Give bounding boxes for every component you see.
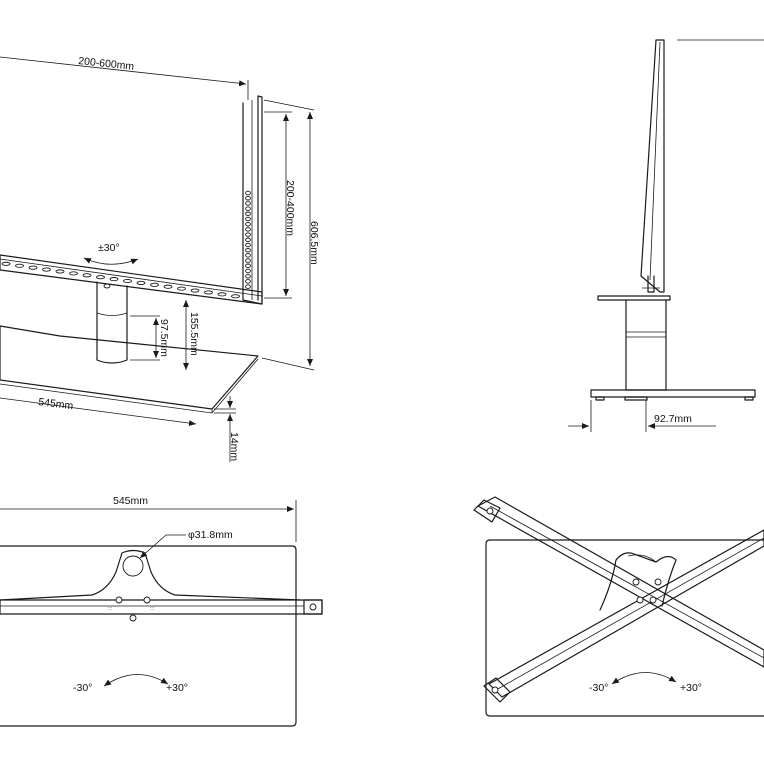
slot-icon xyxy=(245,232,251,237)
screw-icon xyxy=(654,578,662,586)
swivel-label: ±30° xyxy=(98,242,120,254)
top-view: 545mm ::: ::: φ31.8mm -30° +30° xyxy=(0,495,323,727)
side-column xyxy=(625,299,667,391)
slot-icon xyxy=(109,277,119,282)
screw-icon xyxy=(115,596,123,604)
rotated-view: -30° +30° xyxy=(473,496,764,717)
slot-icon xyxy=(15,263,24,268)
side-bracket xyxy=(647,275,655,293)
tv-screen xyxy=(640,39,665,293)
column-screw-icon xyxy=(103,283,111,289)
hole-diameter-label: φ31.8mm xyxy=(188,529,233,541)
slot-icon xyxy=(245,284,251,289)
slot-icon xyxy=(82,273,92,278)
rotated-cradle xyxy=(599,552,677,611)
horizontal-arm xyxy=(0,254,263,305)
slot-icon xyxy=(245,190,251,196)
rotated-left-label: -30° xyxy=(589,682,608,694)
slot-icon xyxy=(177,286,186,291)
slot-icon xyxy=(245,247,251,253)
slot-icon xyxy=(245,263,251,269)
slot-icon xyxy=(55,269,65,274)
slot-icon xyxy=(96,275,105,280)
top-cradle xyxy=(0,549,301,601)
vertical-bracket xyxy=(242,95,263,305)
slot-icon xyxy=(136,280,146,285)
slot-icon xyxy=(245,268,251,274)
base-plate xyxy=(0,325,259,410)
top-width-label: 545mm xyxy=(113,495,148,507)
slot-icon xyxy=(231,294,240,299)
slot-icon xyxy=(150,282,159,287)
base-thickness-label: 14mm xyxy=(228,432,240,461)
slot-icon xyxy=(69,271,78,276)
slot-icon xyxy=(245,279,251,284)
screw-icon xyxy=(636,596,644,604)
screw-icon xyxy=(649,596,657,604)
slot-icon xyxy=(245,237,251,243)
side-base xyxy=(590,389,756,398)
slot-icon xyxy=(123,278,132,284)
slot-icon xyxy=(217,292,227,297)
svg-text::::: ::: xyxy=(108,606,112,612)
slot-icon xyxy=(245,195,251,201)
slot-icon xyxy=(245,253,251,258)
rotated-base-plate xyxy=(485,539,764,717)
slot-icon xyxy=(245,242,251,248)
bracket-slots xyxy=(245,190,251,289)
side-view: 92.7mm xyxy=(568,39,764,432)
column-height-label: 155.5mm xyxy=(188,312,200,356)
screw-icon xyxy=(143,596,151,604)
slot-icon xyxy=(245,273,251,279)
slot-icon xyxy=(245,221,251,227)
slot-icon xyxy=(245,258,251,263)
screw-icon xyxy=(632,578,640,586)
offset-label: 92.7mm xyxy=(654,413,692,425)
rotated-right-label: +30° xyxy=(680,682,702,694)
base-width-label: 545mm xyxy=(38,396,74,412)
svg-text::::: ::: xyxy=(150,606,154,612)
column-gap-label: 97.5mm xyxy=(158,319,170,357)
slot-icon xyxy=(245,227,251,232)
column xyxy=(96,281,128,364)
front-view: 200-600mm 200-400mm 606.5mm 97.5mm 155.5… xyxy=(0,55,320,462)
top-bar xyxy=(0,599,323,615)
slot-icon xyxy=(245,216,251,222)
slot-icon xyxy=(1,261,11,266)
cable-hole-icon xyxy=(122,555,144,577)
slot-icon xyxy=(245,206,251,211)
slot-icon xyxy=(245,201,251,206)
slot-icon xyxy=(204,290,213,295)
width-range-label: 200-600mm xyxy=(78,55,135,73)
total-height-label: 606.5mm xyxy=(308,221,320,265)
top-base-plate xyxy=(0,545,297,727)
rotated-bar-1 xyxy=(477,496,764,668)
slot-icon xyxy=(28,265,38,270)
side-shelf xyxy=(597,295,671,301)
slot-icon xyxy=(42,267,51,272)
rotate-left-label: -30° xyxy=(73,682,92,694)
slot-icon xyxy=(163,284,173,289)
rotate-right-label: +30° xyxy=(166,682,188,694)
slot-icon xyxy=(190,288,200,293)
height-range-label: 200-400mm xyxy=(284,180,296,236)
screw-icon xyxy=(129,614,137,622)
rotated-bar-2 xyxy=(488,529,764,698)
slot-icon xyxy=(245,211,251,217)
arm-slots xyxy=(1,261,240,299)
